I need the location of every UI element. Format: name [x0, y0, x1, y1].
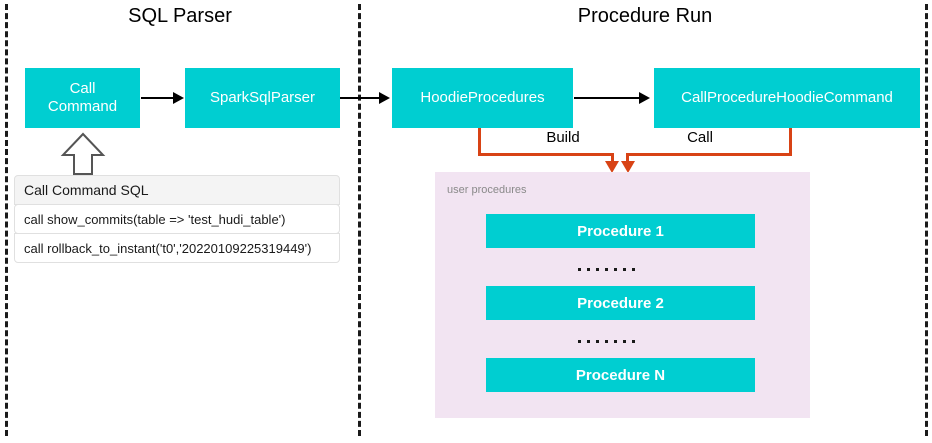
call-command-sql-table-row[interactable]: call rollback_to_instant('t0','202201092… — [14, 233, 340, 263]
connector-call-vertical-start — [789, 128, 792, 156]
node-hoodie-procedures[interactable]: HoodieProcedures — [392, 68, 573, 128]
connector-build-horizontal — [478, 153, 614, 156]
procedure-box-n[interactable]: Procedure N — [486, 358, 755, 392]
procedure-box-1[interactable]: Procedure 1 — [486, 214, 755, 248]
divider-dashed-left — [5, 4, 8, 436]
connector-label-call: Call — [665, 129, 735, 147]
node-call-command-label-line2: Command — [47, 98, 118, 115]
connector-build-vertical-start — [478, 128, 481, 156]
connector-label-build: Build — [528, 129, 598, 147]
divider-dashed-right — [925, 4, 928, 436]
connector-build-arrowhead — [605, 161, 619, 173]
node-call-command-label-line1: Call — [69, 80, 96, 97]
call-command-sql-table-row[interactable]: call show_commits(table => 'test_hudi_ta… — [14, 204, 340, 234]
node-call-command[interactable]: Call Command — [25, 68, 140, 128]
arrow-spark-sql-parser-to-hoodie-procedures-line — [340, 97, 380, 99]
call-command-sql-table: Call Command SQL call show_commits(table… — [14, 175, 340, 263]
node-call-procedure-hoodie-command[interactable]: CallProcedureHoodieCommand — [654, 68, 920, 128]
arrow-hoodie-procedures-to-call-procedure-command-head — [639, 92, 650, 104]
section-title-procedure-run: Procedure Run — [577, 5, 713, 27]
procedure-box-2[interactable]: Procedure 2 — [486, 286, 755, 320]
connector-call-horizontal — [626, 153, 792, 156]
divider-dashed-middle — [358, 4, 361, 436]
node-call-procedure-hoodie-command-label: CallProcedureHoodieCommand — [681, 89, 893, 106]
arrow-call-command-to-spark-sql-parser-head — [173, 92, 184, 104]
connector-call-arrowhead — [621, 161, 635, 173]
call-command-sql-table-header: Call Command SQL — [14, 175, 340, 205]
node-spark-sql-parser-label: SparkSqlParser — [209, 89, 316, 106]
procedure-box-n-label: Procedure N — [575, 366, 666, 384]
connector-call-vertical-end — [626, 153, 629, 164]
ellipsis-dots-2 — [578, 340, 635, 343]
procedure-box-1-label: Procedure 1 — [577, 222, 664, 240]
user-procedures-panel-label: user procedures — [447, 184, 527, 196]
arrow-spark-sql-parser-to-hoodie-procedures-head — [379, 92, 390, 104]
ellipsis-dots-1 — [578, 268, 635, 271]
procedure-box-2-label: Procedure 2 — [577, 294, 664, 312]
arrow-call-command-to-spark-sql-parser-line — [141, 97, 174, 99]
section-title-sql-parser: SQL Parser — [128, 5, 232, 27]
node-spark-sql-parser[interactable]: SparkSqlParser — [185, 68, 340, 128]
up-arrow-icon — [58, 131, 108, 182]
node-hoodie-procedures-label: HoodieProcedures — [420, 89, 545, 106]
connector-build-vertical-end — [611, 153, 614, 164]
arrow-hoodie-procedures-to-call-procedure-command-line — [574, 97, 640, 99]
